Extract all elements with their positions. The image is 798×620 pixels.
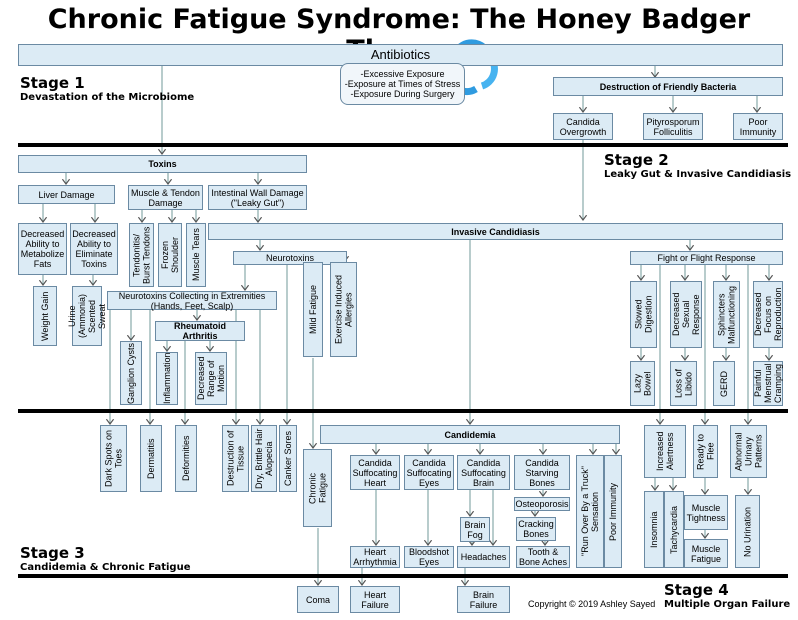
stage-1-label: Stage 1 Devastation of the Microbiome	[20, 74, 195, 104]
destruction-bacteria-box: Destruction of Friendly Bacteria	[553, 77, 783, 96]
cracking-bones-box: Cracking Bones	[516, 517, 556, 541]
slowed-digestion-box: Slowed Digestion	[630, 281, 657, 348]
muscle-tightness-box: Muscle Tightness	[684, 495, 728, 530]
stage-divider-1	[18, 143, 788, 147]
brain-fog-box: Brain Fog	[460, 517, 490, 542]
muscle-tears-box: Muscle Tears	[186, 223, 206, 287]
tooth-bone-aches-box: Tooth & Bone Aches	[516, 546, 570, 568]
brittle-hair-box: Dry, Brittle Hair Alopecia	[251, 425, 277, 492]
stage-3-label: Stage 3 Candidemia & Chronic Fatigue	[20, 544, 191, 574]
poor-immunity-box-1: Poor Immunity	[733, 113, 783, 140]
frozen-shoulder-box: Frozen Shoulder	[158, 223, 182, 287]
candidemia-box: Candidemia	[320, 425, 620, 444]
chronic-fatigue-box: Chronic Fatigue	[303, 449, 332, 527]
range-motion-box: Decreased Range of Motion	[195, 352, 227, 405]
headaches-box: Headaches	[457, 546, 510, 568]
canker-sores-box: Canker Sores	[279, 425, 297, 492]
starving-bones-box: Candida Starving Bones	[514, 455, 570, 490]
dark-spots-box: Dark Spots on Toes	[100, 425, 127, 492]
ready-to-flee-box: Ready to Flee	[693, 425, 718, 478]
pityrosporum-box: Pityrosporum Folliculitis	[643, 113, 703, 140]
stage-2-label: Stage 2 Leaky Gut & Invasive Candidiasis	[604, 151, 792, 181]
invasive-candidiasis-box: Invasive Candidiasis	[208, 223, 783, 240]
tachycardia-box: Tachycardia	[664, 491, 684, 568]
metabolize-fats-box: Decreased Ability to Metabolize Fats	[18, 223, 67, 275]
muscle-tendon-box: Muscle & Tendon Damage	[128, 185, 203, 210]
mild-fatigue-box: Mild Fatigue	[303, 262, 323, 357]
inflammation-box: Inflammation	[156, 352, 178, 405]
lazy-bowel-box: Lazy Bowel	[630, 361, 655, 406]
menstrual-box: Painful Menstrual Cramping	[753, 361, 783, 406]
suffocating-brain-box: Candida Suffocating Brain	[457, 455, 510, 490]
stage-divider-2	[18, 409, 788, 413]
ganglion-box: Ganglion Cysts	[120, 341, 142, 405]
heart-failure-box: Heart Failure	[350, 586, 400, 613]
exercise-allergies-box: Exercise Induced Allergies	[330, 262, 357, 357]
focus-reproduction-box: Decreased Focus on Reproduction	[753, 281, 783, 348]
suffocating-eyes-box: Candida Suffocating Eyes	[404, 455, 454, 490]
suffocating-heart-box: Candida Suffocating Heart	[350, 455, 400, 490]
toxins-box: Toxins	[18, 155, 307, 173]
copyright-text: Copyright © 2019 Ashley Sayed	[528, 599, 656, 609]
eliminate-toxins-box: Decreased Ability to Eliminate Toxins	[70, 223, 118, 275]
intestinal-wall-box: Intestinal Wall Damage ("Leaky Gut")	[208, 185, 307, 210]
loss-libido-box: Loss of Libido	[670, 361, 697, 406]
poor-immunity-box-2: Poor Immunity	[604, 455, 622, 568]
destruction-tissue-box: Destruction of Tissue	[222, 425, 249, 492]
dermatitis-box: Dermatitis	[140, 425, 162, 492]
run-over-box: "Run Over By a Truck" Sensation	[576, 455, 604, 568]
coma-box: Coma	[297, 586, 339, 613]
fight-flight-box: Fight or Flight Response	[630, 251, 783, 265]
urine-box: Urine (Ammonia) Scented Sweat	[67, 286, 107, 346]
muscle-fatigue-box: Muscle Fatigue	[684, 539, 728, 568]
bloodshot-eyes-box: Bloodshot Eyes	[404, 546, 454, 568]
candida-overgrowth-box: Candida Overgrowth	[553, 113, 613, 140]
osteoporosis-box: Osteoporosis	[514, 497, 570, 511]
insomnia-box: Insomnia	[644, 491, 664, 568]
stage-divider-3	[18, 574, 788, 578]
neuro-extremities-box: Neurotoxins Collecting in Extremities (H…	[107, 291, 277, 311]
liver-damage-box: Liver Damage	[18, 185, 115, 204]
stage-4-label: Stage 4 Multiple Organ Failure	[664, 581, 791, 611]
tendonitis-box: Tendonitis/ Burst Tendons	[129, 223, 154, 287]
heart-arrhythmia-box: Heart Arrhythmia	[350, 546, 400, 568]
gerd-box: GERD	[713, 361, 735, 406]
weight-gain-box: Weight Gain	[33, 286, 57, 346]
exposure-box: -Excessive Exposure -Exposure at Times o…	[340, 63, 465, 105]
sexual-response-box: Decreased Sexual Response	[670, 281, 702, 348]
deformities-box: Deformities	[175, 425, 197, 492]
neurotoxins-box: Neurotoxins	[233, 251, 347, 265]
abnormal-urinary-box: Abnormal Urinary Patterns	[730, 425, 767, 478]
rheumatoid-box: Rheumatoid Arthritis	[155, 321, 245, 341]
increased-alertness-box: Increased Alertness	[644, 425, 686, 478]
no-urination-box: No Urination	[735, 495, 760, 568]
brain-failure-box: Brain Failure	[457, 586, 510, 613]
sphincters-box: Sphincters Malfunctioning	[713, 281, 740, 348]
